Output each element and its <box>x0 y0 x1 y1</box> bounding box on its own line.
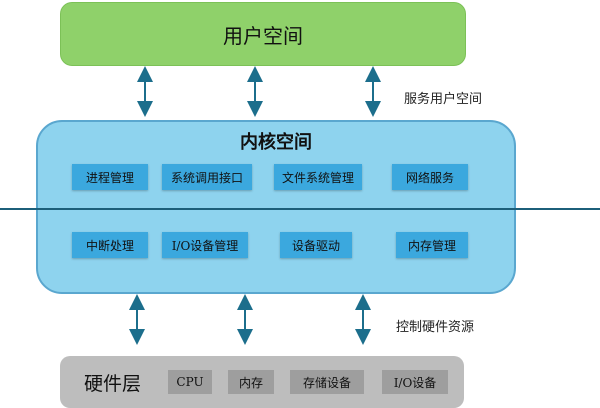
module-device-driver: 设备驱动 <box>280 232 352 258</box>
hw-item-memory: 内存 <box>228 370 274 394</box>
module-interrupt-handling: 中断处理 <box>72 232 148 258</box>
control-hardware-resources-label: 控制硬件资源 <box>396 320 475 335</box>
hardware-layer-title: 硬件层 <box>84 373 142 395</box>
module-filesystem-management: 文件系统管理 <box>274 164 362 190</box>
module-io-device-management: I/O设备管理 <box>162 232 248 258</box>
module-network-service: 网络服务 <box>392 164 468 190</box>
hw-item-storage: 存储设备 <box>290 370 364 394</box>
module-process-management: 进程管理 <box>72 164 148 190</box>
kernel-space-box <box>36 120 516 294</box>
user-space-box: 用户空间 <box>60 2 466 66</box>
serve-user-space-label: 服务用户空间 <box>404 92 483 107</box>
user-kernel-divider-line <box>0 208 600 210</box>
module-memory-management: 内存管理 <box>396 232 468 258</box>
hw-item-cpu: CPU <box>168 370 212 394</box>
hw-item-io-device: I/O设备 <box>382 370 448 394</box>
module-syscall-interface: 系统调用接口 <box>162 164 252 190</box>
user-space-label: 用户空间 <box>223 23 303 48</box>
kernel-space-title: 内核空间 <box>240 132 312 153</box>
